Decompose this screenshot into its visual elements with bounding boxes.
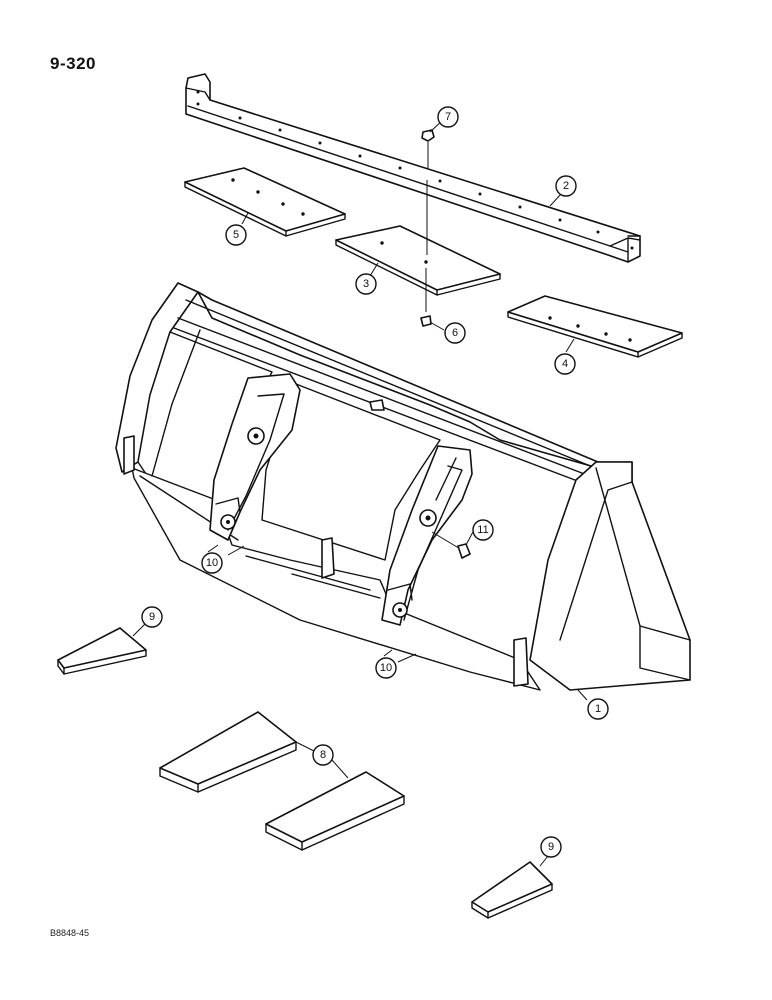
callout-10-right: 10 [375, 657, 397, 679]
wear-plate-left [184, 167, 346, 237]
callout-label: 7 [445, 111, 451, 123]
callout-4: 4 [554, 353, 576, 375]
callout-label: 2 [563, 180, 569, 192]
shim-plate-lower [265, 771, 405, 851]
callout-6: 6 [444, 322, 466, 344]
callout-5: 5 [225, 224, 247, 246]
callout-7: 7 [437, 106, 459, 128]
callout-9-lower: 9 [540, 836, 562, 858]
callout-2: 2 [555, 175, 577, 197]
callout-label: 10 [206, 557, 218, 569]
wear-plate-center [335, 225, 501, 296]
callout-9-upper: 9 [141, 606, 163, 628]
page-number: 9-320 [50, 54, 96, 73]
callout-label: 9 [149, 611, 155, 623]
bucket [115, 282, 691, 691]
bolt-hardware [420, 129, 435, 327]
callout-3: 3 [355, 273, 377, 295]
callout-label: 4 [562, 358, 568, 370]
pivot-pin-hardware [431, 531, 471, 559]
callout-label: 6 [452, 327, 458, 339]
callout-label: 3 [363, 278, 369, 290]
wear-plate-right [507, 295, 683, 358]
callout-1: 1 [587, 698, 609, 720]
callout-label: 1 [595, 703, 601, 715]
callout-11: 11 [472, 519, 494, 541]
callout-label: 11 [477, 524, 488, 536]
callout-label: 9 [548, 841, 554, 853]
callout-8: 8 [312, 744, 334, 766]
spacer-wedge-lower [471, 861, 553, 919]
shim-plate-upper [159, 711, 297, 793]
spacer-wedge-upper [57, 627, 147, 675]
callout-label: 5 [233, 229, 239, 241]
callout-label: 10 [380, 662, 392, 674]
cutting-edge-bar [185, 73, 641, 263]
figure-code: B8848-45 [50, 928, 90, 938]
callout-10-left: 10 [201, 552, 223, 574]
callout-label: 8 [320, 749, 326, 761]
